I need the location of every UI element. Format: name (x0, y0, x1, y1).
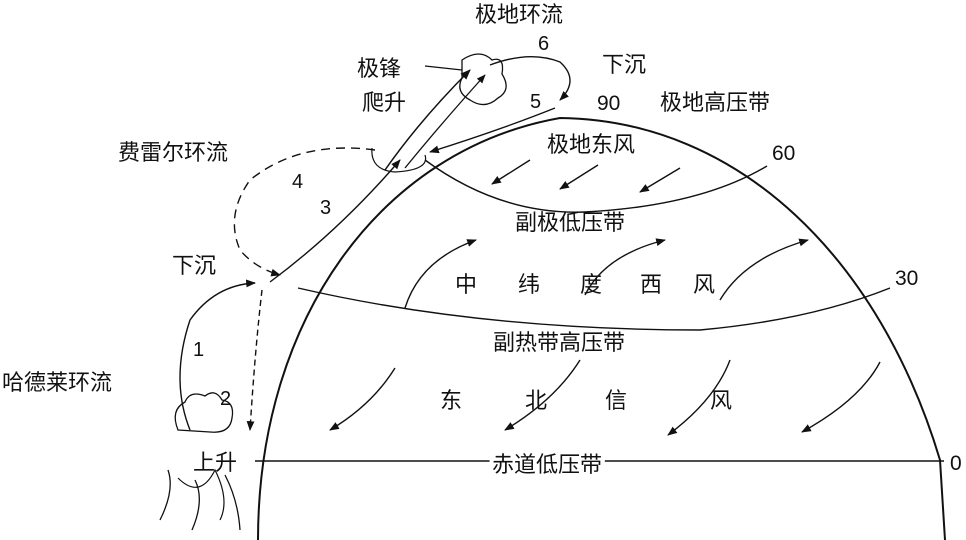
latitude-0-label: 0 (950, 452, 962, 475)
ferrel-surface-branch (270, 160, 400, 282)
trades-char: 北 (525, 389, 547, 414)
polar-easterly-arrow (560, 165, 598, 189)
polar-front-pointer (425, 66, 462, 70)
step-number: 2 (220, 388, 231, 410)
hadley-cell-loop (180, 283, 255, 430)
ferrel-cell-label: 费雷尔环流 (118, 141, 228, 166)
step-number: 3 (320, 197, 331, 219)
latitude-60-label: 60 (772, 142, 795, 165)
equatorial-low-label: 赤道低压带 (492, 453, 602, 478)
trade-wind-arrow (802, 362, 880, 432)
hadley-cell-label: 哈德莱环流 (2, 371, 112, 396)
westerly-arrow (720, 240, 808, 300)
westerlies-char: 纬 (518, 273, 540, 298)
step-number: 1 (193, 339, 204, 361)
rain-shaft (178, 470, 224, 520)
westerlies-char: 西 (640, 273, 662, 298)
polar-front-label: 极锋 (357, 57, 401, 82)
ferrel-sink-label: 下沉 (172, 254, 216, 279)
polar-front-rise-label: 爬升 (362, 91, 406, 116)
trade-wind-arrow (330, 368, 395, 430)
polar-easterlies-label: 极地东风 (547, 133, 635, 158)
polar-cell-label: 极地环流 (475, 3, 563, 28)
latitude-30-label: 30 (895, 267, 918, 290)
subpolar-boundary-line (425, 160, 767, 212)
polar-high-label: 极地高压带 (660, 91, 770, 116)
subpolar-low-label: 副极低压带 (515, 211, 625, 236)
polar-easterly-arrow (492, 160, 530, 184)
trades-char: 信 (605, 389, 627, 414)
hadley-cell-return (250, 290, 262, 430)
rising-air-lower (160, 470, 240, 530)
polar-easterly-arrow (640, 168, 680, 192)
polar-sink-label: 下沉 (602, 53, 646, 78)
subtropical-high-label: 副热带高压带 (493, 331, 625, 356)
westerlies-char: 风 (693, 273, 715, 298)
polar-front-updraft-2 (405, 75, 485, 168)
step-number: 6 (538, 33, 549, 55)
ferrel-cell-loop (234, 148, 375, 275)
westerlies-char: 中 (455, 273, 477, 298)
trades-char: 风 (710, 389, 732, 414)
equator-rise-label: 上升 (193, 451, 237, 476)
step-number: 4 (292, 171, 303, 193)
polar-cell-return (430, 108, 555, 152)
trades-char: 东 (440, 389, 462, 414)
step-number: 5 (530, 91, 541, 113)
latitude-90-label: 90 (597, 92, 620, 115)
westerlies-char: 度 (580, 273, 602, 298)
